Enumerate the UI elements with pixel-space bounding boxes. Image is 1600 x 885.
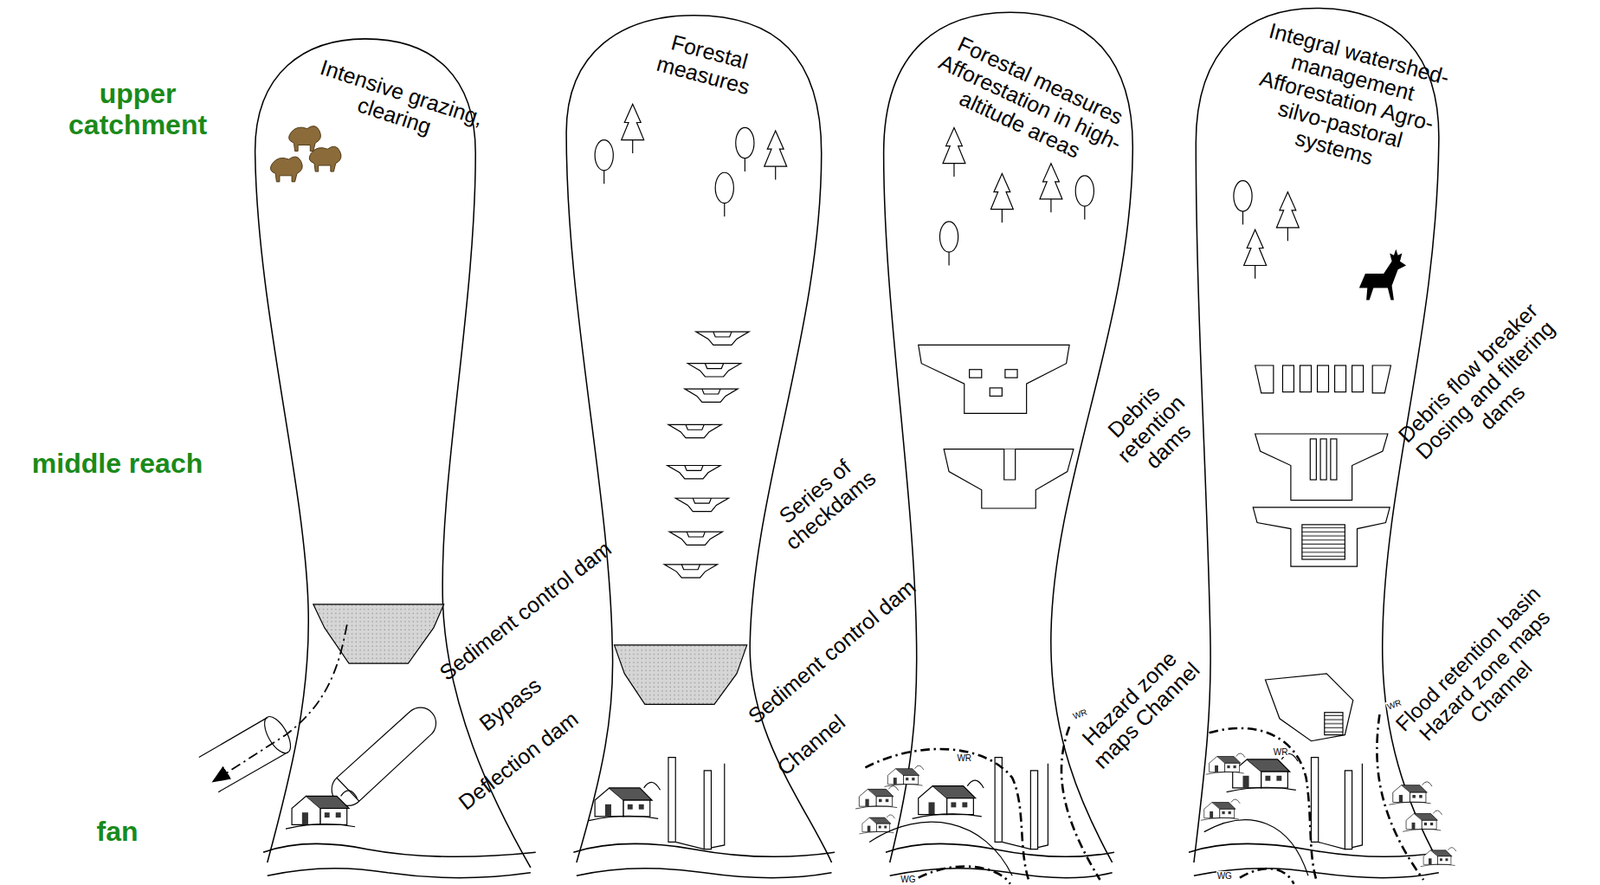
hazard-line-label: WR (1272, 747, 1290, 757)
measure-label: Debris retention dams (1082, 360, 1220, 497)
zone-label: middle reach (32, 448, 203, 480)
measure-label: Channel (772, 709, 850, 781)
zone-label: fan (96, 816, 139, 848)
measure-label: Debris flow breaker Dosing and filtering… (1388, 293, 1581, 486)
measure-label: Bypass (474, 672, 546, 736)
measure-label: Sediment control dam (435, 535, 617, 685)
zone-label: upper catchment (55, 78, 220, 142)
measure-label: Integral watershed-management Afforestat… (1237, 16, 1458, 184)
measure-label: Intensive grazing, clearing (308, 54, 489, 155)
measure-label: Flood retention basin Hazard zone maps C… (1386, 577, 1583, 775)
measure-label: Deflection dam (453, 706, 583, 815)
hazard-line-label: WR (955, 753, 973, 763)
measure-label: Series of checkdams (756, 439, 888, 561)
hazard-line-label: WG (1216, 870, 1233, 881)
measure-label: Hazard zone maps Channel (1059, 627, 1217, 785)
hazard-line-label: WG (899, 874, 917, 884)
hazard-line-label: WR (1070, 707, 1089, 723)
measure-label: Forestal measures (645, 25, 768, 102)
measure-label: Sediment control dam (742, 574, 920, 729)
